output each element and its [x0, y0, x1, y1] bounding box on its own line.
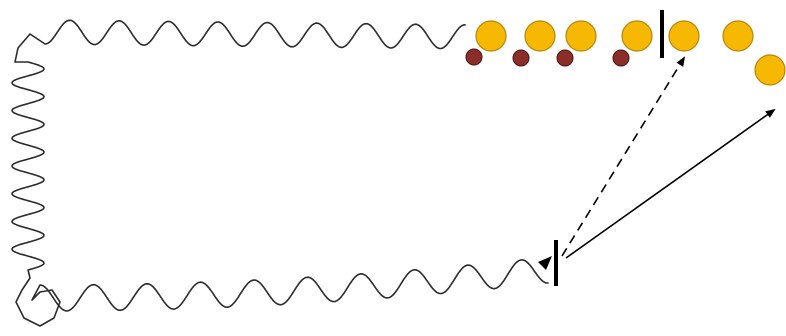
large-particle-2	[525, 21, 555, 51]
large-particle-4	[622, 21, 652, 51]
wave-arrow-tip	[538, 256, 552, 270]
arrow-group	[562, 58, 774, 258]
wavy-loop-path	[12, 20, 548, 326]
barrier-group	[556, 10, 662, 286]
large-particle-3	[566, 21, 596, 51]
dashed-arrow	[562, 58, 684, 256]
large-particle-1	[476, 21, 506, 51]
small-particle-4	[613, 50, 629, 66]
small-particle-3	[557, 50, 573, 66]
large-particle-7	[755, 55, 785, 85]
small-particle-1	[466, 49, 482, 65]
small-particle-2	[513, 50, 529, 66]
solid-arrow	[566, 110, 774, 258]
large-particle-6	[723, 21, 753, 51]
large-particle-5	[669, 21, 699, 51]
wave-path-group	[12, 20, 552, 326]
